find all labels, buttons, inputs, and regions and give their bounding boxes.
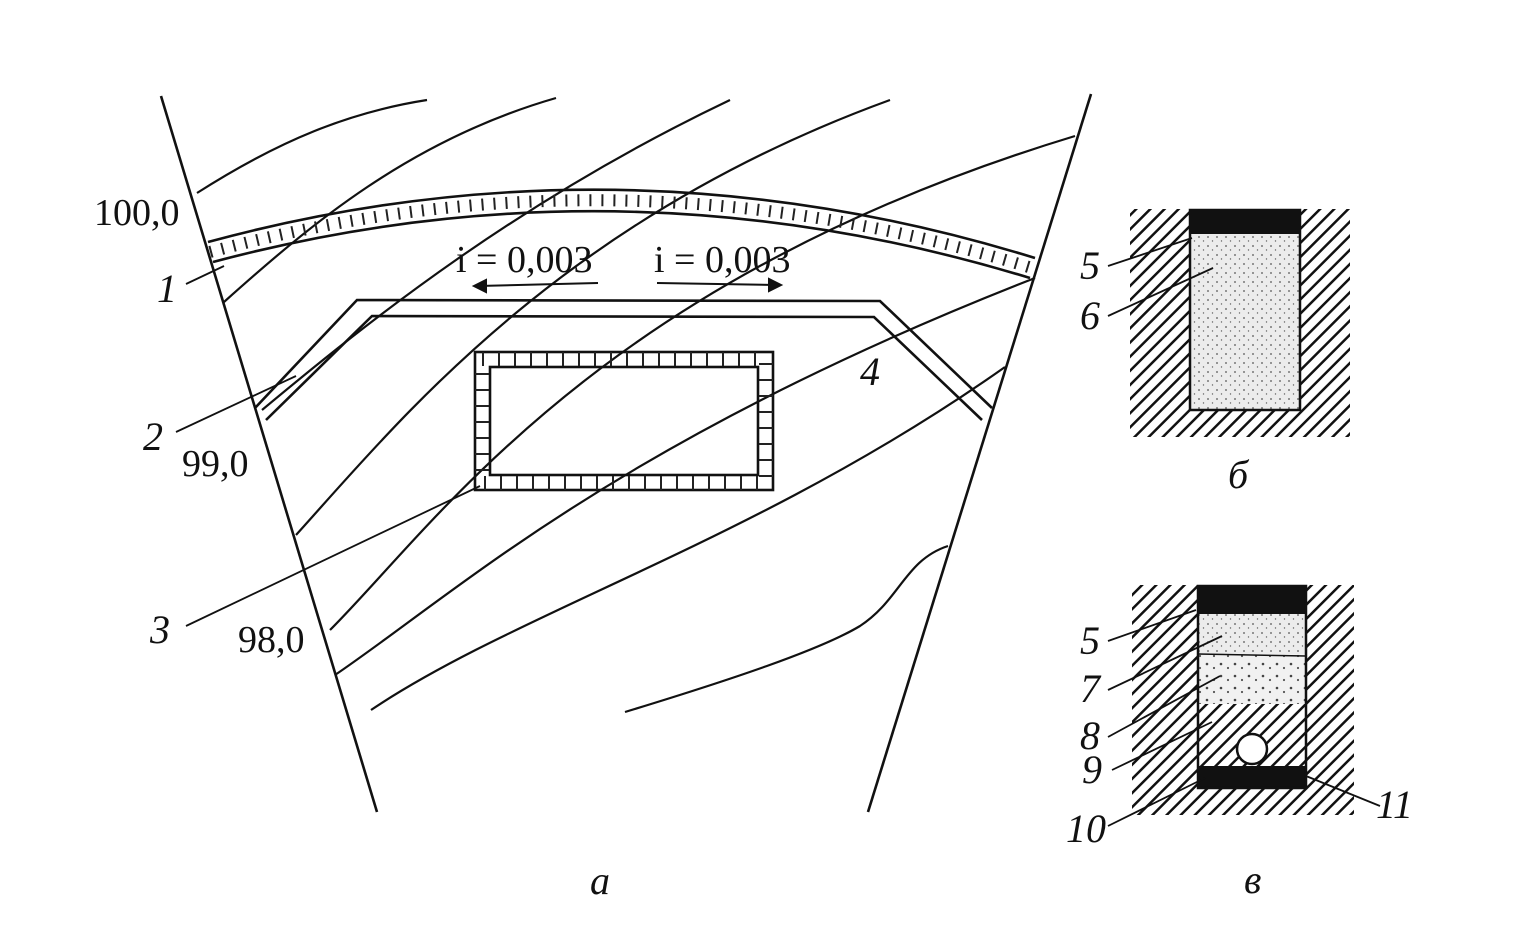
slope-arrows — [471, 277, 784, 294]
caption-b: б — [1228, 452, 1250, 497]
collector-drain-1 — [207, 188, 1036, 280]
section-v-label-7: 7 — [1080, 666, 1102, 711]
contour-lines — [196, 96, 1076, 714]
label-4: 4 — [860, 349, 880, 394]
section-v-sand-layer — [1198, 614, 1306, 654]
caption-v: в — [1244, 857, 1261, 902]
section-b-label-5: 5 — [1080, 243, 1100, 288]
section-v-label-5: 5 — [1080, 618, 1100, 663]
plan-view — [159, 93, 1093, 813]
section-v: 5 7 8 9 10 11 в — [1066, 584, 1413, 902]
label-3: 3 — [149, 607, 170, 652]
interceptor-drain — [254, 298, 993, 421]
label-1: 1 — [157, 266, 177, 311]
section-b: 5 6 б — [1080, 208, 1350, 497]
caption-a: а — [590, 858, 610, 903]
plan-right-boundary — [866, 93, 1093, 813]
section-v-label-9: 9 — [1082, 747, 1102, 792]
plan-texts: 100,0 99,0 98,0 i = 0,003 i = 0,003 1 2 … — [94, 192, 880, 903]
section-v-label-11: 11 — [1376, 782, 1413, 827]
section-b-label-6: 6 — [1080, 293, 1100, 338]
plan-leaders — [175, 265, 481, 627]
section-v-base — [1198, 766, 1306, 788]
contour-label-100: 100,0 — [94, 192, 180, 234]
plan-left-boundary — [159, 95, 379, 813]
slope-label-right: i = 0,003 — [654, 239, 791, 281]
foundation-rect — [473, 350, 775, 492]
section-v-label-10: 10 — [1066, 806, 1106, 851]
section-v-label-8: 8 — [1080, 713, 1100, 758]
section-b-cap — [1190, 210, 1300, 234]
contour-label-99: 99,0 — [182, 443, 249, 485]
label-2: 2 — [143, 414, 163, 459]
drain-pipe-icon — [1235, 732, 1269, 766]
contour-label-98: 98,0 — [238, 619, 305, 661]
slope-label-left: i = 0,003 — [456, 239, 593, 281]
section-v-cap — [1198, 586, 1306, 614]
section-b-trench-sand — [1188, 208, 1302, 412]
